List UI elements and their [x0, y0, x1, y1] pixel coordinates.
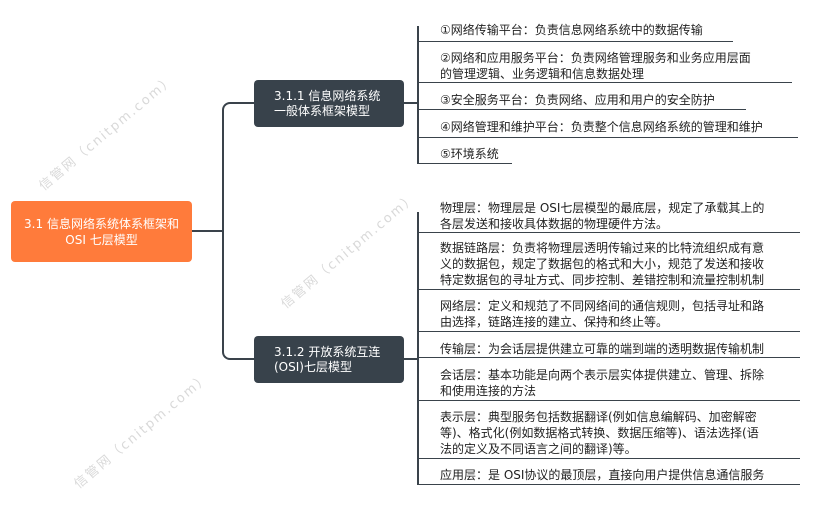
- leaf-text: 传输层：为会话层提供建立可靠的端到端的透明数据传输机制: [440, 342, 765, 356]
- branch-label: (OSI)七层模型: [274, 360, 352, 374]
- leaf-text: ④网络管理和维护平台：负责整个信息网络系统的管理和维护: [440, 120, 763, 134]
- connector: [417, 26, 419, 164]
- branch-label: 3.1.2 开放系统互连: [274, 345, 381, 359]
- leaf-text: ①网络传输平台：负责信息网络系统中的数据传输: [440, 23, 703, 37]
- root-label: 3.1 信息网络系统体系框架和 OSI 七层模型: [24, 216, 179, 247]
- leaf-text: ③安全服务平台：负责网络、应用和用户的安全防护: [440, 93, 715, 107]
- leaf-text: 特定数据包的寻址方式、同步控制、差错控制和流量控制机制: [440, 273, 765, 287]
- connector: [222, 231, 256, 360]
- connector: [417, 212, 419, 485]
- leaf-text: 由选择，链路连接的建立、保持和终止等。: [440, 315, 669, 329]
- leaf-text: 网络层：定义和规范了不同网络间的通信规则，包括寻址和路: [440, 299, 765, 313]
- leaf-text: 应用层：是 OSI协议的最顶层，直接向用户提供信息通信服务: [440, 468, 765, 482]
- leaf-text: 的管理逻辑、业务逻辑和信息数据处理: [440, 67, 645, 81]
- leaf-item[interactable]: ①网络传输平台：负责信息网络系统中的数据传输: [418, 22, 733, 42]
- leaf-item[interactable]: ②网络和应用服务平台：负责网络管理服务和业务应用层面的管理逻辑、业务逻辑和信息数…: [418, 50, 792, 83]
- leaf-item[interactable]: ③安全服务平台：负责网络、应用和用户的安全防护: [418, 92, 746, 110]
- branch-node-framework[interactable]: 3.1.1 信息网络系统 一般体系框架模型: [254, 80, 404, 127]
- connector: [192, 230, 223, 232]
- leaf-item[interactable]: 物理层：物理层是 OSI七层模型的最底层，规定了承载其上的各层发送和接收具体数据…: [418, 200, 800, 233]
- connector: [404, 358, 418, 360]
- leaf-item[interactable]: 网络层：定义和规范了不同网络间的通信规则，包括寻址和路由选择，链路连接的建立、保…: [418, 298, 800, 332]
- watermark: 信管网（cnitpm.com）: [36, 72, 178, 195]
- leaf-text: 法的定义及不同语言之间的翻译)等。: [440, 442, 637, 456]
- branch-label: 3.1.1 信息网络系统: [274, 89, 381, 103]
- leaf-text: ②网络和应用服务平台：负责网络管理服务和业务应用层面: [440, 51, 751, 65]
- leaf-item[interactable]: ⑤环境系统: [418, 146, 512, 164]
- connector: [222, 102, 256, 232]
- leaf-item[interactable]: 表示层：典型服务包括数据翻译(例如信息编解码、加密解密等)、格式化(例如数据格式…: [418, 409, 800, 459]
- leaf-text: 等)、格式化(例如数据格式转换、数据压缩等)、语法选择(语: [440, 426, 759, 440]
- leaf-text: 各层发送和接收具体数据的物理硬件方法。: [440, 217, 669, 231]
- leaf-text: 会话层：基本功能是向两个表示层实体提供建立、管理、拆除: [440, 368, 765, 382]
- leaf-text: 义的数据包，规定了数据包的格式和大小，规范了发送和接收: [440, 257, 765, 271]
- leaf-item[interactable]: 会话层：基本功能是向两个表示层实体提供建立、管理、拆除和使用连接的方法: [418, 367, 800, 401]
- watermark: 信管网（cnitpm.com）: [278, 190, 420, 313]
- connector: [404, 102, 418, 104]
- leaf-item[interactable]: 数据链路层：负责将物理层透明传输过来的比特流组织成有意义的数据包，规定了数据包的…: [418, 240, 800, 290]
- leaf-item[interactable]: 应用层：是 OSI协议的最顶层，直接向用户提供信息通信服务: [418, 467, 800, 485]
- root-node[interactable]: 3.1 信息网络系统体系框架和 OSI 七层模型: [11, 201, 192, 262]
- watermark: 信管网（cnitpm.com）: [71, 370, 213, 493]
- leaf-text: 和使用连接的方法: [440, 384, 537, 398]
- leaf-item[interactable]: 传输层：为会话层提供建立可靠的端到端的透明数据传输机制: [418, 341, 800, 358]
- branch-node-osi[interactable]: 3.1.2 开放系统互连 (OSI)七层模型: [254, 336, 404, 383]
- leaf-text: 物理层：物理层是 OSI七层模型的最底层，规定了承载其上的: [440, 201, 765, 215]
- leaf-text: 表示层：典型服务包括数据翻译(例如信息编解码、加密解密: [440, 410, 757, 424]
- branch-label: 一般体系框架模型: [274, 104, 371, 118]
- leaf-text: 数据链路层：负责将物理层透明传输过来的比特流组织成有意: [440, 241, 765, 255]
- leaf-item[interactable]: ④网络管理和维护平台：负责整个信息网络系统的管理和维护: [418, 119, 798, 138]
- leaf-text: ⑤环境系统: [440, 147, 499, 161]
